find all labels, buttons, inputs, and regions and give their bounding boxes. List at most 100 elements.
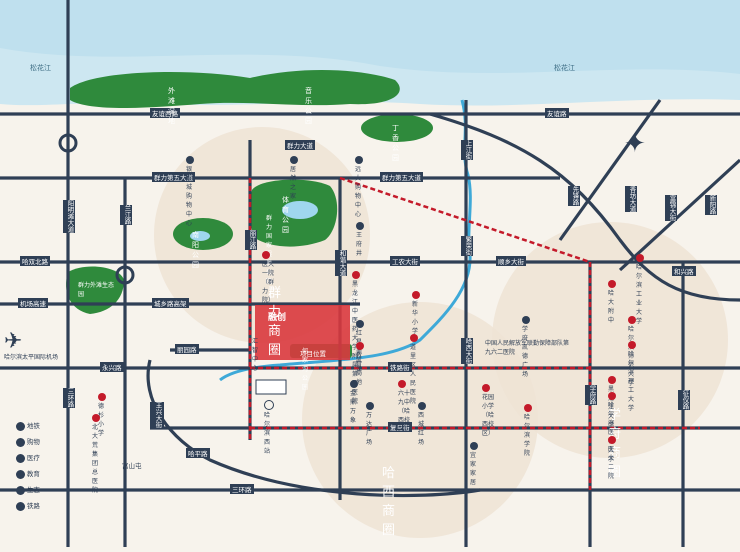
road-label-yangming: 阳明滩大道 [63, 200, 75, 233]
road-label-qunli-5b: 群力第五大道 [380, 172, 423, 182]
medical-icon [410, 334, 418, 342]
airport-label: 哈尔滨太平国际机场 [4, 355, 59, 361]
park-label-tiyu: 体育公园 [282, 197, 289, 234]
road-label-zhengyang: 征仪路 [678, 390, 690, 410]
haxi-district-circle [302, 302, 538, 538]
poi-wangfujing[interactable]: 王府井 [356, 222, 364, 257]
road-label-jiuwei: 和谐大道 [335, 250, 347, 276]
poi-gongda[interactable]: 哈尔滨工业大学 [636, 254, 644, 325]
road-label-sanhuan-bottom: 三环路 [230, 484, 254, 494]
poi-beidahuang[interactable]: 北大荒集团总医院 [92, 414, 100, 494]
road-label-haping: 哈平路 [186, 448, 210, 458]
road-label-xiangfang: 香坊大道 [625, 186, 637, 212]
road-label-xuefu: 学府路 [585, 385, 597, 405]
poi-jiaoyuju[interactable]: 教育局地 [356, 342, 364, 386]
legend-item-shopping: 购物 [16, 436, 40, 452]
poi-ligong[interactable]: 哈尔滨理工大学 [628, 341, 636, 412]
education-icon [524, 404, 532, 412]
park-label-yinyue: 音乐公园 [305, 88, 312, 125]
education-icon [608, 392, 616, 400]
railway-station [255, 379, 287, 395]
poi-huayuan[interactable]: 花园小学（哈西校区） [482, 384, 494, 437]
road-label-gongnong: 工农大街 [390, 256, 420, 266]
park-label-hechengpark: 何家沟公园 [302, 349, 309, 391]
road-label-fanrong: 繁荣街 [461, 236, 473, 256]
shopping-icon [355, 156, 363, 164]
poi-xinhua[interactable]: 新华小学 [412, 291, 420, 335]
medical-icon [352, 271, 360, 279]
poi-yintai[interactable]: 银泰城购物中心 [186, 156, 194, 227]
district-haxi: 哈西商圈 [382, 465, 397, 537]
plane-icon: ✈ [4, 328, 23, 353]
road-label-chuhai: 新阳路 [705, 195, 717, 215]
poi-juran[interactable]: 居然之家 [290, 156, 298, 200]
poi-yijia[interactable]: 宜家家居 [470, 442, 478, 486]
poi-962[interactable]: 中国人民解放军联勤保障部队第九六二医院 [485, 341, 570, 356]
poi-daoli[interactable]: 道里区人民医院 [410, 334, 418, 405]
shopping-icon [290, 156, 298, 164]
poi-yuanda[interactable]: 远大购物中心 [355, 156, 363, 218]
road-label-chengxiang: 城乡路高架 [152, 298, 189, 308]
road-label-jichang: 机场高速 [18, 298, 48, 308]
hejiagou-river [219, 99, 472, 382]
poi-haxueyuan[interactable]: 哈尔滨学院 [524, 404, 532, 457]
education-icon [608, 376, 616, 384]
park-qunliwai-area [66, 266, 124, 314]
district-xuefu: 学府商圈 [608, 407, 623, 479]
river-label-left: 松花江 [30, 63, 51, 72]
poi-deshan[interactable]: 德杉小学 [98, 393, 106, 437]
river-label-right: 松花江 [554, 63, 575, 72]
road-label-xianfeng: 先锋路 [568, 186, 580, 206]
road-label-qunli-5: 群力第五大道 [152, 172, 195, 182]
project-logo: 融创 [268, 311, 286, 323]
park-waitan-area [70, 69, 400, 108]
place-fushan: 富山屯 [122, 463, 142, 470]
park-label-waitan: 外滩湿地 [168, 88, 175, 125]
poi-haxizhan[interactable]: 哈尔滨西站 [264, 400, 274, 455]
poi-xicheng[interactable]: 西城红场 [418, 402, 426, 446]
road-label-fuhe: 复旦街 [388, 422, 412, 432]
poi-huizhi[interactable]: 汇智中心 [252, 339, 259, 372]
education-icon [628, 316, 636, 324]
education-icon [412, 291, 420, 299]
road-label-yongxing: 永兴路 [100, 362, 124, 372]
education-icon [356, 342, 364, 350]
road-label-youyi-left: 友谊西路 [150, 108, 180, 118]
airport-marker[interactable]: ✈ 哈尔滨太平国际机场 [4, 328, 59, 362]
railway-icon [16, 501, 25, 511]
legend-item-park: 生态 [16, 484, 40, 500]
poi-yidaeryuan[interactable]: 医大二院 [608, 436, 616, 480]
shopping-icon [470, 442, 478, 450]
road-label-hexi: 哈西大街 [461, 338, 473, 364]
poi-xuefukaide[interactable]: 学府凯德广场 [522, 316, 530, 378]
road-label-hadong: 哈双北路 [20, 256, 50, 266]
poi-jinding[interactable]: 金鼎万象 [350, 380, 358, 424]
medical-icon [16, 453, 25, 463]
poi-hadafuzhong[interactable]: 哈大附中 [608, 280, 616, 324]
legend-item-medical: 医疗 [16, 452, 40, 468]
medical-icon [262, 251, 270, 259]
park-dingxiang-area [361, 114, 433, 142]
park-label-qunliwai: 群力外滩生态园 [78, 283, 115, 298]
poi-yidayiyuan[interactable]: 医大一院（群力院） [262, 251, 274, 304]
project-label: 项目位置 [300, 349, 327, 358]
legend-item-railway: 铁路 [16, 500, 40, 516]
medical-icon [608, 436, 616, 444]
park-label-nanhe: 南阳公园 [192, 232, 199, 269]
poi-wanda[interactable]: 万达广场 [366, 402, 374, 446]
road-label-qunli-da: 群力大道 [285, 140, 315, 150]
poi-69zhong[interactable]: 六十九中（哈西校区） [398, 380, 410, 433]
poi-zhongyiyao[interactable]: 黑龙江中医药大学附属第四医院 [352, 271, 360, 405]
road-label-tielu: 铁路街 [388, 362, 412, 372]
shopping-icon [16, 437, 25, 447]
medical-icon [92, 414, 100, 422]
education-icon [608, 280, 616, 288]
road-label-wangxing: 王兴大街 [150, 402, 164, 428]
road-label-hexing: 和兴路 [672, 266, 696, 276]
road-label-lanjiang: 兰江路 [120, 205, 132, 225]
railway-icon [264, 400, 274, 410]
road-label-youyi-right: 友谊路 [545, 108, 569, 118]
legend: 地铁 购物 医疗 教育 生态 铁路 [16, 420, 40, 516]
